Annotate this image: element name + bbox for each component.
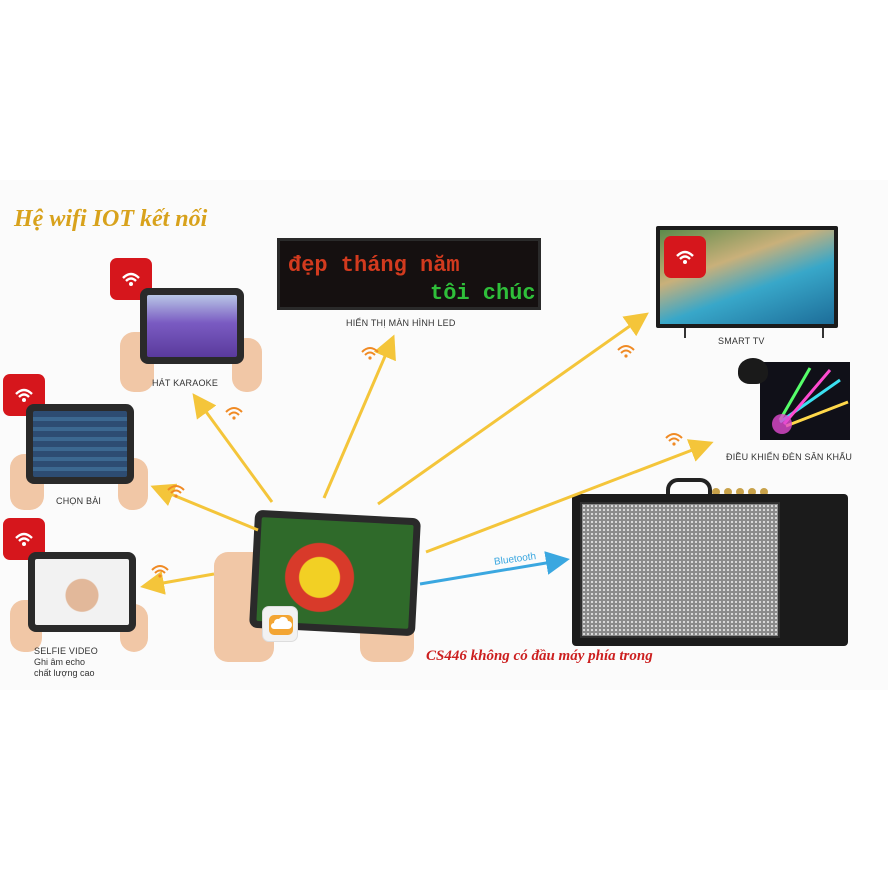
song-select-screen — [33, 411, 127, 477]
arrow-to-song-select — [150, 483, 259, 532]
karaoke-label: HÁT KARAOKE — [152, 378, 219, 388]
arrow-to-smart-tv — [377, 312, 649, 506]
wifi-icon — [225, 407, 243, 421]
karaoke-screen — [147, 295, 237, 357]
arrow-bluetooth — [419, 551, 570, 586]
speaker-knob — [712, 488, 720, 496]
tv-leg-right — [812, 328, 824, 338]
speaker — [572, 494, 848, 646]
arrow-to-stage-light — [425, 439, 714, 554]
wifi-icon — [167, 485, 185, 499]
karaoke-tablet — [140, 288, 244, 364]
selfie-label: SELFIE VIDEO — [34, 646, 98, 656]
speaker-knob — [724, 488, 732, 496]
led-label: HIỂN THỊ MÀN HÌNH LED — [346, 318, 456, 328]
app-badge-icon — [664, 236, 706, 278]
smart-tv-label: SMART TV — [718, 336, 765, 346]
stage-light-fixture — [738, 358, 768, 384]
selfie-screen — [35, 559, 129, 625]
led-display: đẹp tháng năm tôi chúc — [277, 238, 541, 310]
led-line-1: đẹp tháng năm — [288, 253, 460, 278]
wifi-icon — [151, 565, 169, 579]
speaker-knob — [760, 488, 768, 496]
selfie-tablet — [28, 552, 136, 632]
arrow-to-led — [322, 334, 396, 499]
speaker-handle — [666, 478, 712, 500]
wifi-icon — [617, 345, 635, 359]
diagram-title: Hệ wifi IOT kết nối — [14, 206, 208, 232]
tv-leg-left — [684, 328, 696, 338]
selfie-sublabel-2: chất lượng cao — [34, 668, 95, 678]
cloud-app-icon — [262, 606, 298, 642]
speaker-caption: CS446 không có đầu máy phía trong — [426, 648, 653, 664]
wifi-icon — [361, 347, 379, 361]
speaker-knob — [736, 488, 744, 496]
wifi-icon — [665, 433, 683, 447]
selfie-sublabel-1: Ghi âm echo — [34, 657, 86, 667]
song-select-label: CHỌN BÀI — [56, 496, 102, 506]
stage-light-label: ĐIỀU KHIỂN ĐÈN SÂN KHẤU — [726, 452, 853, 462]
arrow-to-selfie — [140, 571, 215, 595]
speaker-knob — [748, 488, 756, 496]
led-line-2: tôi chúc — [430, 281, 536, 306]
arrow-to-karaoke — [192, 393, 274, 503]
song-select-tablet — [26, 404, 134, 484]
speaker-grille — [580, 502, 780, 638]
stage-light — [760, 362, 850, 440]
